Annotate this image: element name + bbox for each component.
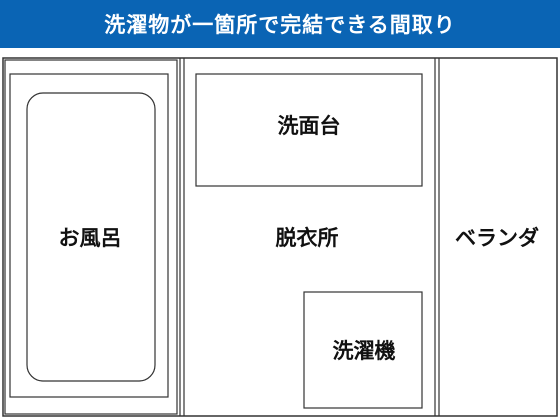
page-title: 洗濯物が一箇所で完結できる間取り	[104, 13, 456, 37]
bathtub	[26, 92, 156, 382]
bath-room	[9, 73, 169, 398]
washing-machine-label: 洗濯機	[333, 339, 396, 363]
outer-wall	[2, 57, 558, 417]
bath-label: お風呂	[59, 226, 122, 250]
washbasin-label: 洗面台	[278, 114, 341, 138]
bath-room-outer	[4, 59, 178, 415]
title-bar: 洗濯物が一箇所で完結できる間取り	[0, 0, 560, 48]
washbasin	[195, 73, 423, 187]
washing-machine	[303, 291, 423, 409]
dressing-room-label: 脱衣所	[276, 226, 339, 250]
veranda-label: ベランダ	[455, 226, 539, 250]
